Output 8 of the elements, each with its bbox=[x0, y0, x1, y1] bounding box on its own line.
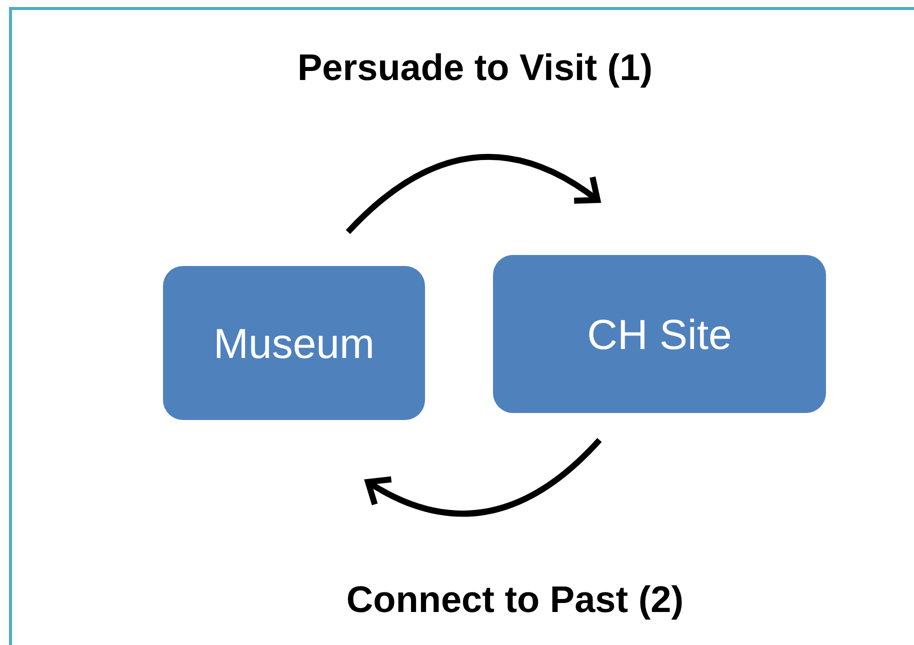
box-label: CH Site bbox=[587, 310, 732, 360]
edge-label: Connect to Past (2) bbox=[345, 578, 685, 622]
process-box bbox=[493, 255, 826, 413]
curved-arrow bbox=[365, 438, 602, 517]
process-box bbox=[163, 266, 425, 420]
edge-label: Persuade to Visit (1) bbox=[296, 46, 654, 90]
box-label: Museum bbox=[213, 318, 375, 368]
curved-arrow bbox=[346, 154, 600, 234]
